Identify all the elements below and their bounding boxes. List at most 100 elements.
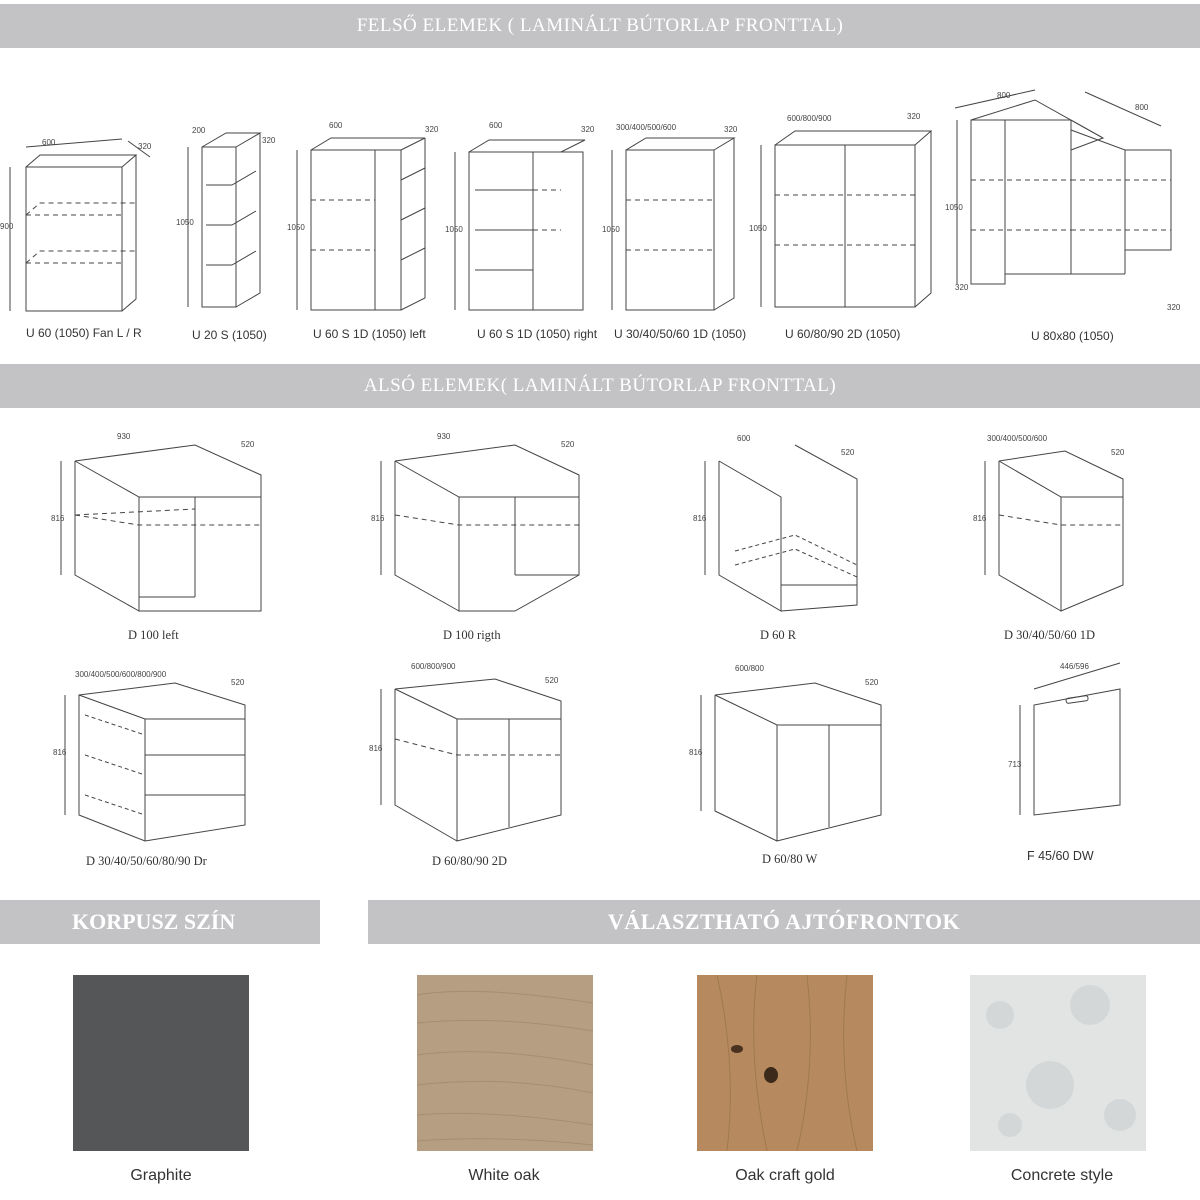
white-oak-swatch-label: White oak (468, 1167, 540, 1184)
dim-height: 1050 (445, 225, 463, 234)
dim-depth: 520 (561, 440, 575, 449)
unit-label: U 60 (1050) Fan L / R (26, 326, 142, 340)
dim-depth: 320 (724, 125, 738, 134)
dim-width: 300/400/500/600/800/900 (75, 670, 167, 679)
lower-unit-d-drawer-drawing: 300/400/500/600/800/900 520 816 (53, 670, 246, 842)
dim-width: 600 (489, 121, 503, 130)
oak-craft-gold-swatch-label: Oak craft gold (735, 1167, 835, 1184)
dim-depth: 520 (231, 678, 245, 687)
lower-unit-d100-left-drawing: 930 520 816 (51, 432, 262, 612)
dim-height: 1050 (945, 203, 963, 212)
dim-width: 930 (117, 432, 131, 441)
dim-width: 600/800/900 (787, 114, 832, 123)
lower-section-banner: ALSÓ ELEMEK( LAMINÁLT BÚTORLAP FRONTTAL) (0, 364, 1200, 408)
dim-height: 816 (973, 514, 987, 523)
dim-height: 816 (51, 514, 65, 523)
white-oak-swatch (417, 975, 593, 1151)
upper-unit-u30-60-1d: 300/400/500/600 320 1050 U 30/40/50/60 1… (600, 120, 750, 345)
upper-unit-u20s: 200 320 1050 U 20 S (1050) (170, 125, 290, 345)
upper-unit-u60-90-2d-drawing: 600/800/900 320 1050 (749, 112, 933, 308)
upper-unit-u60-fan: 600 320 900 U 60 (1050) Fan L / R (0, 125, 160, 345)
upper-unit-u60-fan-drawing: 600 320 900 (0, 138, 152, 312)
dim-height: 1050 (749, 224, 767, 233)
dim-height: 816 (689, 748, 703, 757)
upper-unit-u60s1d-right-drawing: 600 320 1050 (445, 121, 595, 311)
unit-label: F 45/60 DW (1027, 849, 1094, 863)
upper-unit-u30-60-1d-drawing: 300/400/500/600 320 1050 (602, 123, 738, 311)
dim-height: 816 (53, 748, 67, 757)
unit-label: D 30/40/50/60 1D (1004, 628, 1095, 642)
dim-width: 600 (737, 434, 751, 443)
lower-unit-f45-60-dw: 446/596 713 F 45/60 DW (1000, 655, 1160, 870)
dim-depth: 320 (262, 136, 276, 145)
graphite-swatch (73, 975, 249, 1151)
dim-height: 816 (693, 514, 707, 523)
unit-label: D 60/80/90 2D (432, 854, 507, 868)
dim-width: 300/400/500/600 (987, 434, 1048, 443)
dim-width: 600/800 (735, 664, 764, 673)
concrete-style-swatch-label: Concrete style (1010, 1167, 1114, 1184)
concrete-style-swatch (970, 975, 1146, 1151)
upper-section-banner: FELSŐ ELEMEK ( LAMINÁLT BÚTORLAP FRONTTA… (0, 4, 1200, 48)
dim-height: 713 (1008, 760, 1022, 769)
unit-label: D 100 rigth (443, 628, 501, 642)
dim-height: 900 (0, 222, 14, 231)
unit-label: D 30/40/50/60/80/90 Dr (86, 854, 207, 868)
dim-height: 1050 (176, 218, 194, 227)
lower-unit-d60-80-w: 600/800 520 816 D 60/80 W (685, 655, 905, 870)
lower-unit-d60-90-2d-drawing: 600/800/900 520 816 (369, 662, 562, 842)
dim-width: 600 (42, 138, 56, 147)
graphite-swatch-label: Graphite (130, 1167, 192, 1184)
unit-label: D 60 R (760, 628, 797, 642)
dim-width: 930 (437, 432, 451, 441)
dim-height: 1050 (287, 223, 305, 232)
dim-depth: 320 (425, 125, 439, 134)
oak-craft-grain (716, 975, 858, 1151)
white-oak-grain (417, 990, 593, 1146)
lower-unit-d100-right-drawing: 930 520 816 (371, 432, 580, 612)
dim-depth: 520 (865, 678, 879, 687)
lower-unit-d100-right: 930 520 816 D 100 rigth (365, 425, 605, 645)
dim-depth: 520 (841, 448, 855, 457)
dim-depth: 320 (907, 112, 921, 121)
dim-depth: 320 (138, 142, 152, 151)
korpusz-banner: KORPUSZ SZÍN (0, 900, 320, 944)
dim-width: 300/400/500/600 (616, 123, 677, 132)
concrete-texture (986, 985, 1136, 1137)
upper-unit-u60s1d-right: 600 320 1050 U 60 S 1D (1050) right (445, 120, 605, 345)
dim-width: 446/596 (1060, 662, 1089, 671)
upper-unit-u20s-drawing: 200 320 1050 (176, 126, 276, 308)
dim-width: 600 (329, 121, 343, 130)
unit-label: U 60/80/90 2D (1050) (785, 327, 901, 341)
dim-width-2: 800 (1135, 103, 1149, 112)
upper-unit-u80x80-drawing: 800 800 1050 320 320 (945, 89, 1181, 312)
fronts-banner: VÁLASZTHATÓ AJTÓFRONTOK (368, 900, 1200, 944)
dim-height: 1050 (602, 225, 620, 234)
dim-depth: 520 (545, 676, 559, 685)
dim-width: 200 (192, 126, 206, 135)
oak-craft-gold-swatch (697, 975, 873, 1151)
lower-unit-d60-80-w-drawing: 600/800 520 816 (689, 664, 882, 842)
dim-depth: 520 (1111, 448, 1125, 457)
lower-unit-d30-60-1d: 300/400/500/600 520 816 D 30/40/50/60 1D (965, 425, 1165, 645)
unit-label: U 30/40/50/60 1D (1050) (614, 327, 747, 341)
unit-label: U 60 S 1D (1050) left (313, 327, 426, 341)
lower-unit-d60r: 600 520 816 D 60 R (685, 425, 885, 645)
lower-unit-d-drawer: 300/400/500/600/800/900 520 816 D 30/40/… (45, 655, 285, 870)
unit-label: D 100 left (128, 628, 179, 642)
unit-label: U 80x80 (1050) (1031, 329, 1114, 343)
lower-unit-d60r-drawing: 600 520 816 (693, 434, 858, 612)
lower-unit-f45-60-dw-drawing: 446/596 713 (1008, 662, 1121, 816)
unit-label: U 20 S (1050) (192, 328, 267, 342)
dim-height: 816 (369, 744, 383, 753)
dim-width: 800 (997, 91, 1011, 100)
upper-unit-u60s1d-left-drawing: 600 320 1050 (287, 121, 439, 311)
lower-unit-d30-60-1d-drawing: 300/400/500/600 520 816 (973, 434, 1125, 612)
upper-unit-u60s1d-left: 600 320 1050 U 60 S 1D (1050) left (285, 120, 445, 345)
lower-unit-d100-left: 930 520 816 D 100 left (45, 425, 285, 645)
dim-height: 816 (371, 514, 385, 523)
dim-depth: 520 (241, 440, 255, 449)
unit-label: D 60/80 W (762, 852, 818, 866)
unit-label: U 60 S 1D (1050) right (477, 327, 598, 341)
dim-depth: 320 (955, 283, 969, 292)
